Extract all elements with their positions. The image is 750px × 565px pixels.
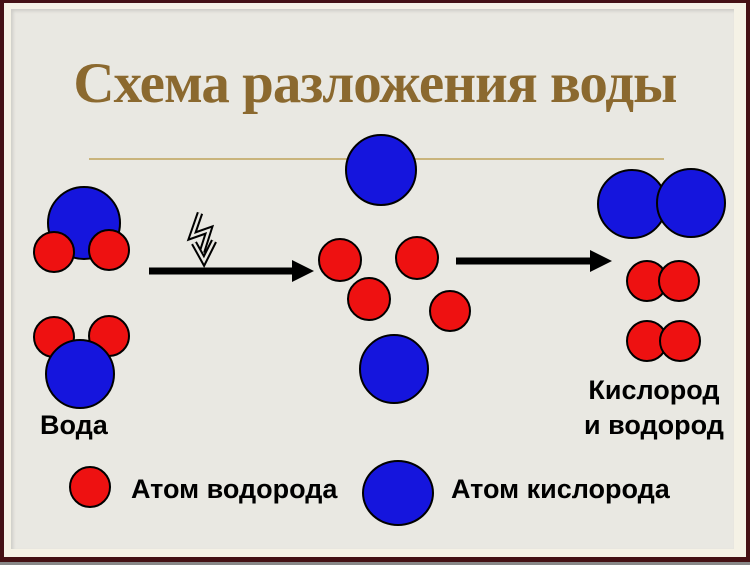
label-products: Кислород и водород: [554, 373, 750, 443]
label-products-line2: и водород: [584, 410, 724, 440]
page-title: Схема разложения воды: [73, 52, 677, 115]
oxygen-atom-swatch: [362, 460, 434, 526]
legend-label-hydrogen: Атом водорода: [131, 474, 338, 504]
label-water: Вода: [40, 410, 108, 440]
hydrogen-atom-swatch: [69, 466, 111, 508]
title-divider: [89, 158, 664, 160]
legend-label-oxygen: Атом кислорода: [451, 474, 670, 504]
label-products-line1: Кислород: [588, 375, 720, 405]
